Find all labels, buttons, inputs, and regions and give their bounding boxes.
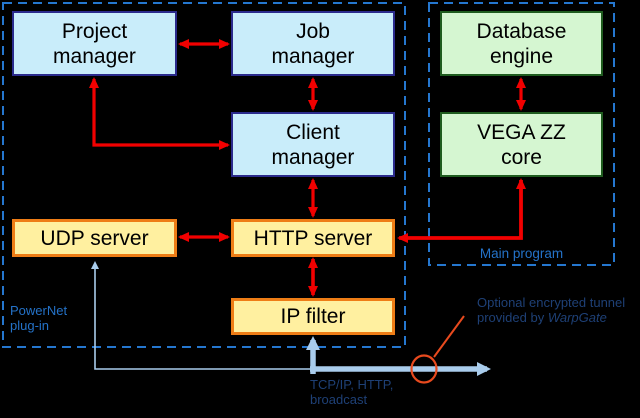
node-label-line: core: [501, 145, 542, 169]
node-label-line: manager: [53, 44, 136, 68]
node-label-line: UDP server: [40, 226, 149, 250]
node-label: UDP server: [40, 226, 148, 251]
node-label-line: Job: [296, 19, 330, 43]
node-client-manager: Client manager: [231, 112, 395, 177]
tunnel-callout-line: [433, 315, 465, 358]
label-line: broadcast: [310, 392, 368, 407]
node-label: HTTP server: [254, 226, 373, 251]
arrow-project-client: [89, 77, 230, 150]
label-line: Optional encrypted tunnel: [477, 295, 626, 310]
label-line: TCP/IP, HTTP,: [310, 377, 394, 392]
node-label-line: manager: [271, 44, 355, 68]
main-program-group-label: Main program: [429, 246, 614, 261]
arrow-vega-http: [397, 178, 526, 243]
label-line: plug-in: [10, 318, 50, 333]
node-label-line: Project: [61, 19, 128, 43]
node-label-line: manager: [271, 145, 355, 169]
node-label: Project manager: [53, 19, 136, 69]
node-label: Job manager: [272, 19, 355, 69]
node-label-line: Database: [476, 19, 567, 43]
node-udp-server: UDP server: [12, 219, 177, 257]
node-label-line: HTTP server: [253, 226, 373, 250]
node-job-manager: Job manager: [231, 11, 395, 76]
tunnel-highlight-circle: [410, 354, 438, 384]
node-label-line: VEGA ZZ: [477, 120, 566, 144]
transport-annotation: TCP/IP, HTTP, broadcast: [310, 377, 393, 407]
node-label-line: Client: [286, 120, 340, 144]
label-text: provided by: [477, 310, 548, 325]
tunnel-annotation: Optional encrypted tunnel provided by Wa…: [477, 295, 639, 325]
warpgate-emphasis: WarpGate: [547, 310, 607, 325]
node-label: VEGA ZZ core: [477, 120, 566, 170]
node-label-line: engine: [489, 44, 554, 68]
node-label: Database engine: [477, 19, 567, 69]
powernet-group-label: PowerNet plug-in: [10, 303, 67, 333]
node-http-server: HTTP server: [231, 219, 395, 257]
node-database-engine: Database engine: [440, 11, 603, 76]
node-vega-zz-core: VEGA ZZ core: [440, 112, 603, 177]
label-line: provided by WarpGate: [477, 310, 639, 325]
node-label: Client manager: [272, 120, 355, 170]
node-label: IP filter: [281, 304, 346, 329]
label-line: Main program: [479, 246, 564, 261]
node-ip-filter: IP filter: [231, 298, 395, 335]
node-project-manager: Project manager: [12, 11, 177, 76]
label-line: PowerNet: [10, 303, 68, 318]
node-label-line: IP filter: [280, 305, 346, 328]
